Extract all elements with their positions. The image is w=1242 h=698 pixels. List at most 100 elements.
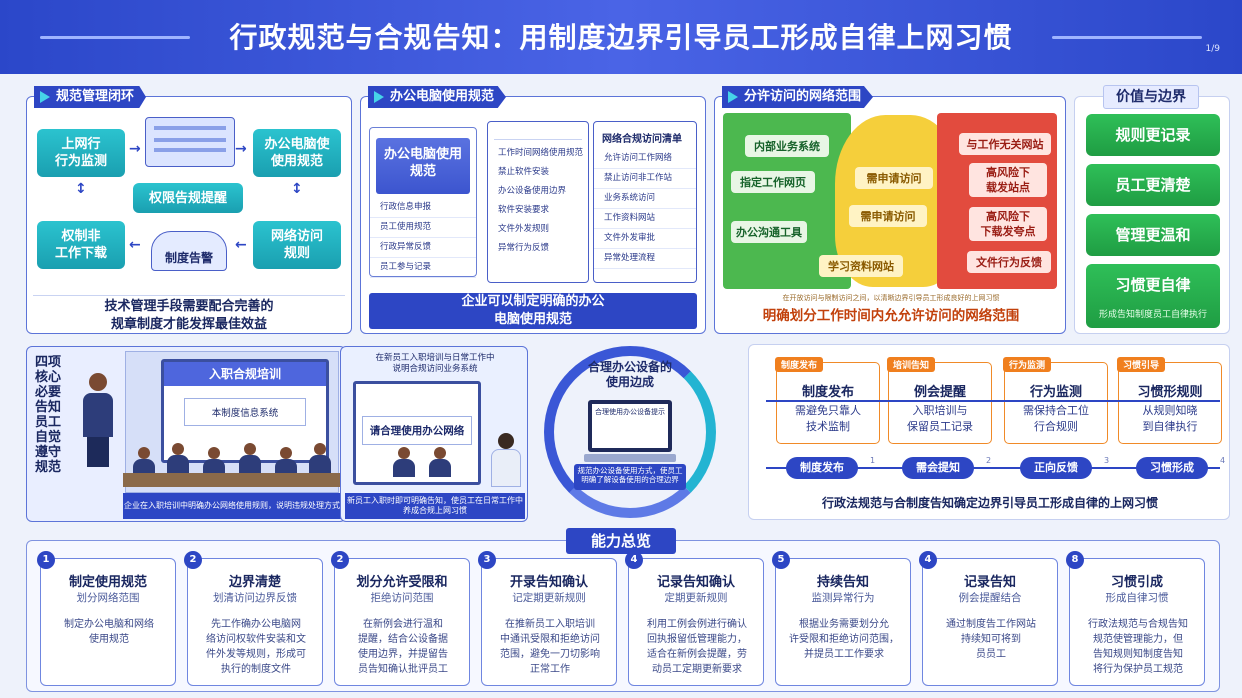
arrow-right-icon: →: [235, 141, 247, 157]
step-desc: 需避免只靠人 技术监制: [795, 404, 861, 433]
zone-yellow-2: 学习资料网站: [819, 255, 903, 277]
process-step: 习惯引导习惯形规则从规则知晓 到自律执行: [1117, 357, 1222, 444]
keyboard-icon: [584, 454, 676, 462]
pill-number: 2: [986, 456, 992, 465]
process-caption: 行政法规范与合制度告知确定边界引导员工形成自律的上网习惯: [821, 496, 1158, 510]
loop-box-download: 权制非 工作下载: [37, 221, 125, 269]
card-subtitle: 形成自律习惯: [1105, 592, 1169, 604]
process-pill: 习惯形成: [1136, 457, 1208, 479]
access-list-title: 网络合规访问清单: [602, 134, 682, 145]
card-title: 开录告知确认: [509, 575, 588, 590]
loop-box-network: 网络访问 规则: [253, 221, 341, 269]
access-list-document: 网络合规访问清单 允许访问工作网络禁止访问非工作站业务系统访问工作资料网站文件外…: [593, 121, 697, 283]
pill-line: [766, 467, 1220, 469]
list-item: 禁止访问非工作站: [594, 169, 696, 189]
zone-green-1: 指定工作网页: [731, 171, 815, 193]
process-pill: 制度发布: [786, 457, 858, 479]
rules-document: 工作时间网络使用规范禁止软件安装办公设备使用边界软件安装要求文件外发规则异常行为…: [487, 121, 589, 283]
page-title: 行政规范与合规告知：用制度边界引导员工形成自律上网习惯: [229, 21, 1013, 54]
process-step: 制度发布制度发布需避免只靠人 技术监制: [775, 357, 880, 444]
list-item: 异常行为反馈: [498, 243, 550, 253]
list-item: 文件外发审批: [594, 229, 696, 249]
card-subtitle: 记定期更新规则: [512, 592, 586, 604]
notice-header: 在新员工入职培训与日常工作中 说明合规访问业务系统: [375, 353, 495, 374]
trainer-icon: [83, 373, 113, 469]
closed-loop-caption: 技术管理手段需要配合完善的 规章制度才能发挥最佳效益: [33, 295, 345, 334]
list-item: 文件外发规则: [498, 224, 550, 234]
closed-loop-tag: 规范管理闭环: [34, 86, 147, 108]
card-title: 习惯引成: [1110, 575, 1163, 590]
card-description: 根据业务需要划分允 许受限和拒绝访问范围， 并提员工工作要求: [789, 619, 899, 660]
process-pill: 正向反馈: [1020, 457, 1092, 479]
office-pc-caption: 企业可以制定明确的办公 电脑使用规范: [369, 293, 697, 329]
notice-bubble: 请合理使用办公网络: [362, 416, 472, 445]
trainee-icon: [133, 447, 155, 477]
card-number: 4: [919, 551, 937, 569]
arrow-updown-icon: ↕: [291, 181, 303, 197]
zone-green-2: 办公沟通工具: [731, 221, 807, 243]
step-desc: 需保持合工位 行合规则: [1023, 404, 1089, 433]
card-description: 利用工例会例进行确认 回执报留低管理能力， 适合在新例会提醒，劳 动员工定期更新…: [647, 619, 747, 675]
pill-number: 4: [1220, 456, 1226, 465]
equipment-title: 合理办公设备的 使用边成: [587, 360, 672, 389]
list-item: 员工使用规范: [370, 218, 476, 238]
office-pc-panel: 办公电脑使用 规范 行政信息申报员工使用规范行政异常反馈员工参与记录 工作时间网…: [360, 96, 706, 334]
training-caption: 企业在入职培训中明确办公网络使用规则，说明违规处理方式: [123, 493, 341, 519]
card-title: 记录告知确认: [656, 575, 735, 590]
card-title: 划分允许受限和: [356, 575, 448, 590]
card-number: 4: [625, 551, 643, 569]
employee-icon: [429, 447, 451, 477]
card-description: 制定办公电脑和网络 使用规范: [64, 619, 154, 645]
trainee-icon: [239, 443, 261, 473]
step-title: 制度发布: [801, 385, 854, 400]
value-boundary-title: 价值与边界: [1103, 85, 1199, 109]
rules-notebook: 办公电脑使用 规范 行政信息申报员工使用规范行政异常反馈员工参与记录: [369, 127, 477, 278]
value-item-1: 员工更清楚: [1086, 164, 1220, 206]
card-description: 行政法规范与合规告知 规范使管理能力，但 告知规则知制度告知 将行为保护员工规范: [1088, 619, 1188, 675]
pill-number: 3: [1104, 456, 1110, 465]
training-screen-text: 本制度信息系统: [184, 398, 306, 426]
card-title: 持续告知: [816, 575, 869, 590]
pill-number: 1: [870, 456, 876, 465]
step-tag: 制度发布: [775, 357, 824, 372]
loop-box-reminder: 权限告规提醒: [133, 183, 243, 213]
list-item: 行政信息申报: [370, 198, 476, 218]
overview-title: 能力总览: [566, 528, 676, 554]
card-number: 2: [331, 551, 349, 569]
zone-yellow-1: 需申请访问: [849, 205, 927, 227]
trainee-icon: [309, 443, 331, 473]
trainee-icon: [203, 447, 225, 477]
step-tag: 习惯引导: [1117, 357, 1166, 372]
step-tag: 行为监测: [1003, 357, 1052, 372]
step-desc: 入职培训与 保留员工记录: [907, 404, 973, 433]
card-subtitle: 例会提醒结合: [958, 592, 1022, 604]
document-illustration: [145, 117, 235, 167]
zone-red-2: 高风险下 下载发夸点: [969, 207, 1047, 241]
card-description: 先工作确办公电脑网 络访问权软件安装和文 件外发等规则，形成可 执行的制度文件: [206, 619, 306, 675]
card-subtitle: 监测异常行为: [811, 592, 875, 604]
office-pc-tag: 办公电脑使用规范: [368, 86, 507, 108]
card-description: 通过制度告工作网站 持续知可将到 员员工: [946, 619, 1036, 660]
arrow-updown-icon: ↕: [75, 181, 87, 197]
zone-red-0: 与工作无关网站: [959, 133, 1051, 155]
presenter-icon: [491, 433, 521, 487]
trainee-icon: [275, 447, 297, 477]
step-title: 行为监测: [1029, 385, 1082, 400]
process-line: [766, 400, 1220, 402]
equipment-caption: 规范办公设备使用方式，使员工明确了解设备使用的合理边界: [574, 464, 686, 490]
notice-scene-panel: 在新员工入职培训与日常工作中 说明合规访问业务系统 请合理使用办公网络 新员工入…: [340, 346, 528, 522]
card-description: 在推新员工入职培训 中通讯受限和拒绝访问 范围，避免一刀切影响 正常工作: [500, 619, 600, 675]
card-subtitle: 定期更新规则: [664, 592, 728, 604]
step-tag: 培训告知: [887, 357, 936, 372]
notice-caption: 新员工入职时即可明确告知，使员工在日常工作中养成合规上网习惯: [345, 493, 525, 519]
header-decoration-right: [1052, 36, 1202, 39]
value-item-2: 管理更温和: [1086, 214, 1220, 256]
value-item-0: 规则更记录: [1086, 114, 1220, 156]
card-number: 5: [772, 551, 790, 569]
zone-red-1: 高风险下 载发站点: [969, 163, 1047, 197]
cycle-ring: [544, 346, 716, 518]
alarm-label: 制度告警: [151, 231, 227, 271]
